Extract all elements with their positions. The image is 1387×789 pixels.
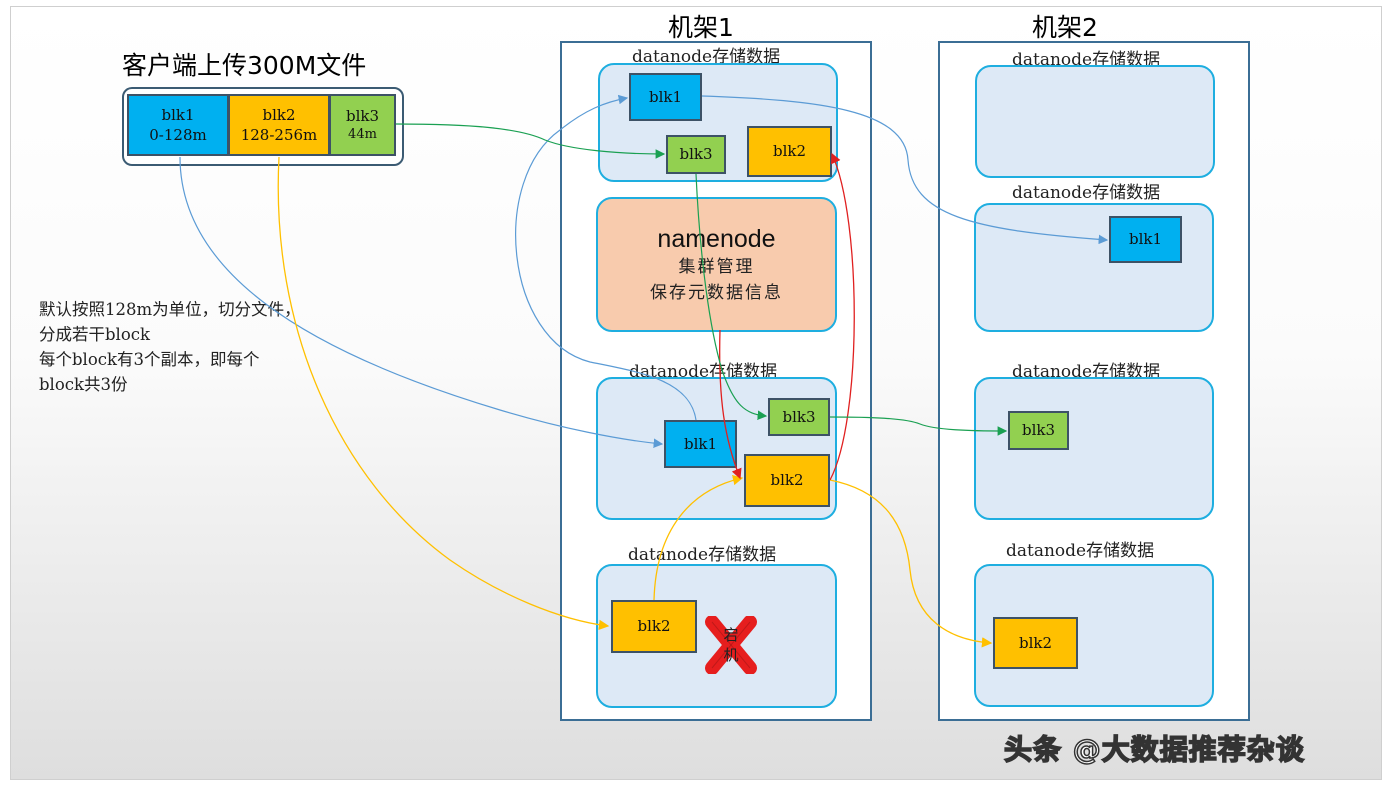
replication-note: 默认按照128m为单位，切分文件， 分成若干block 每个block有3个副本… [39,297,301,397]
rack2-datanode-d-label: datanode存储数据 [1006,541,1155,561]
failure-label: 宕 机 [719,625,743,665]
rack1-b-blk3: blk3 [768,398,830,436]
rack2-datanode-b-label: datanode存储数据 [1012,183,1161,203]
rack1-a-blk1: blk1 [629,73,702,121]
note-line: block共3份 [39,375,128,394]
block-range: 44m [348,127,377,143]
client-block-blk2: blk2 128-256m [228,94,330,156]
note-line: 分成若干block [39,325,151,344]
rack1-a-blk3: blk3 [666,135,726,174]
rack2-datanode-d [974,564,1214,707]
client-title: 客户端上传300M文件 [122,51,367,80]
rack1-title: 机架1 [668,13,734,42]
rack2-c-blk3: blk3 [1008,411,1069,450]
rack1-datanode-c-label: datanode存储数据 [628,545,777,565]
rack1-b-blk2: blk2 [744,454,830,507]
rack2-b-blk1: blk1 [1109,216,1182,263]
block-name: blk3 [345,107,380,126]
block-name: blk1 [161,105,195,124]
note-line: 默认按照128m为单位，切分文件， [39,300,301,319]
rack1-datanode-a-label: datanode存储数据 [632,47,781,67]
failure-label-1: 宕 [723,626,739,644]
rack1-c-blk2: blk2 [611,600,697,653]
block-range: 0-128m [149,126,207,144]
rack2-d-blk2: blk2 [993,617,1078,669]
block-name: blk2 [262,105,296,124]
namenode-role-1: 集群管理 [678,257,755,277]
rack2-datanode-a [975,65,1215,178]
namenode: namenode 集群管理 保存元数据信息 [596,197,837,332]
failure-label-2: 机 [723,646,739,664]
rack2-title: 机架2 [1032,13,1098,42]
note-line: 每个block有3个副本，即每个 [39,350,260,369]
namenode-title: namenode [657,225,776,253]
namenode-role-2: 保存元数据信息 [650,283,783,303]
rack1-b-blk1: blk1 [664,420,737,468]
watermark: 头条 @大数据推荐杂谈 [1003,732,1305,767]
rack1-a-blk2: blk2 [747,126,832,177]
client-block-blk1: blk1 0-128m [127,94,229,156]
failure-cross-icon [705,616,757,674]
block-range: 128-256m [240,126,318,144]
